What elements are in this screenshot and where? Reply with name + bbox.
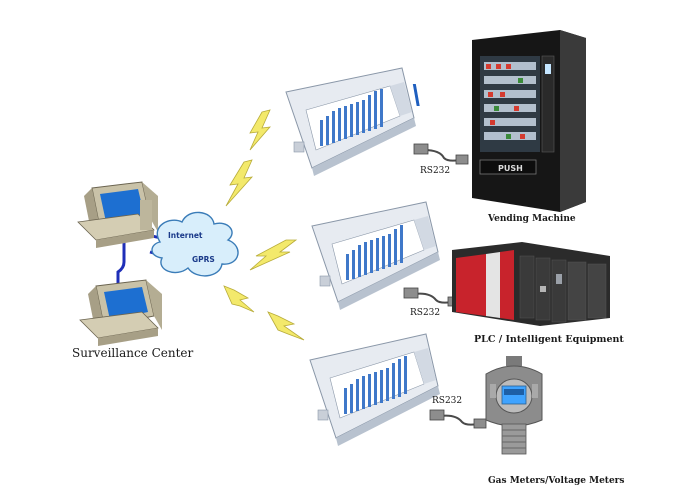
bolt-icon: [267, 311, 305, 341]
rs232-label-middle: RS232: [410, 308, 441, 318]
surveillance-center-label: Surveillance Center: [72, 346, 194, 360]
gprs-device-top: [285, 67, 420, 176]
rs232-connector-bottom-icon: [429, 409, 487, 429]
bolt-icon: [249, 109, 271, 151]
internet-gprs-cloud: Internet GPRS: [151, 211, 239, 277]
plc-equipment-icon: [452, 242, 610, 326]
gprs-device-middle: [311, 201, 440, 310]
rs232-label-bottom: RS232: [432, 396, 463, 406]
bolt-icon: [225, 159, 254, 207]
plc-label: PLC / Intelligent Equipment: [474, 334, 624, 345]
wireless-signal-icons: [223, 109, 305, 341]
rs232-connector-middle-icon: [403, 287, 461, 307]
rs232-connector-top-icon: [413, 143, 469, 165]
computer-top-icon: [77, 181, 158, 248]
bolt-icon: [249, 239, 298, 271]
vending-machine-icon: PUSH: [472, 30, 586, 212]
rs232-label-top: RS232: [420, 166, 451, 176]
computer-bottom-icon: [79, 279, 162, 346]
cloud-gprs-label: GPRS: [192, 255, 215, 264]
vending-machine-label: Vending Machine: [488, 214, 576, 224]
cloud-internet-label: Internet: [168, 231, 203, 240]
vending-push-label: PUSH: [498, 164, 523, 173]
gas-meter-icon: [485, 356, 543, 455]
gas-meters-label: Gas Meters/Voltage Meters: [488, 476, 625, 486]
gprs-device-bottom: [309, 333, 440, 446]
bolt-icon: [223, 285, 255, 313]
